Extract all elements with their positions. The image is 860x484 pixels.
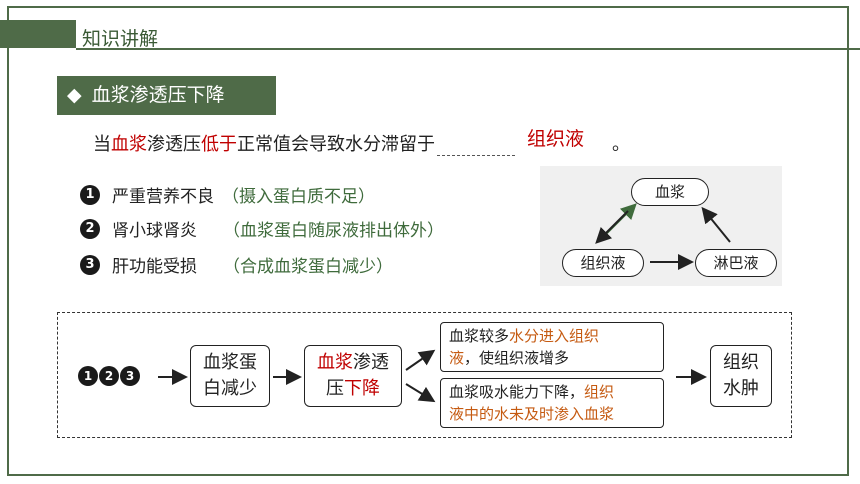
cause-label: 肝功能受损 [112, 257, 197, 277]
header-title: 知识讲解 [82, 28, 159, 50]
number-badge: 1 [78, 366, 98, 386]
header-bar [0, 20, 76, 48]
number-badge: 3 [120, 366, 140, 386]
flow-text: 白减少 [203, 378, 257, 399]
flow-text: 压 [326, 378, 344, 399]
cause-item: 3 肝功能受损 （合成血浆蛋白减少） [80, 252, 393, 277]
node-lymph: 淋巴液 [695, 249, 777, 277]
flow-text: 血浆吸水能力下降， [449, 383, 585, 401]
flow-text: ，使组织液增多 [464, 349, 570, 367]
flow-text: 血浆蛋 [203, 352, 257, 373]
sentence-highlight: 低于 [201, 134, 237, 155]
flow-highlight: 水分进入组织 [509, 327, 600, 345]
diamond-icon: ◆ [67, 84, 82, 106]
definition-sentence: 当血浆渗透压低于正常值会导致水分滞留于 [93, 130, 517, 156]
cause-label: 肾小球肾炎 [112, 221, 197, 241]
cause-detail: （摄入蛋白质不足） [222, 187, 375, 207]
number-badge: 3 [80, 254, 100, 275]
header-divider [76, 48, 860, 50]
section-title-text: 血浆渗透压下降 [91, 84, 225, 106]
flow-step-pressure-drop: 血浆渗透 压下降 [304, 345, 402, 407]
slide-frame [7, 6, 849, 476]
flow-highlight: 血浆 [317, 352, 353, 373]
cause-label: 严重营养不良 [112, 187, 214, 207]
flow-container [57, 312, 792, 438]
flow-highlight: 液 [449, 349, 465, 367]
number-badge: 1 [80, 184, 100, 205]
cause-detail: （合成血浆蛋白减少） [223, 257, 393, 277]
diagram-arrows [595, 203, 731, 270]
number-badge: 2 [80, 218, 100, 239]
sentence-part: 当 [93, 134, 111, 155]
flow-highlight: 下降 [344, 378, 380, 399]
flow-text: 组织 [723, 352, 759, 373]
sentence-highlight: 血浆 [111, 134, 147, 155]
flow-step-edema: 组织 水肿 [710, 345, 772, 407]
outcome-water-into-tissue: 血浆较多水分进入组织液，使组织液增多 [440, 322, 664, 372]
fluid-cycle-diagram: 血浆 组织液 淋巴液 [540, 166, 782, 286]
node-tissue-fluid: 组织液 [562, 249, 644, 277]
flow-text: 血浆较多 [449, 327, 510, 345]
cause-item: 2 肾小球肾炎 （血浆蛋白随尿液排出体外） [80, 216, 444, 241]
node-plasma: 血浆 [631, 178, 709, 206]
arrow-plasma-to-tissue [595, 210, 629, 244]
flow-text: 渗透 [353, 352, 389, 373]
number-badge: 2 [99, 366, 119, 386]
answer-text: 组织液 [527, 128, 585, 150]
flow-text: 水肿 [723, 378, 759, 399]
flow-highlight: 液中的水未及时渗入血浆 [449, 405, 615, 423]
cause-detail: （血浆蛋白随尿液排出体外） [223, 221, 444, 241]
flow-step-protein-decrease: 血浆蛋 白减少 [190, 345, 270, 407]
section-title: ◆ 血浆渗透压下降 [57, 76, 276, 115]
answer-blank [437, 137, 515, 156]
sentence-end: 。 [612, 134, 630, 155]
cause-item: 1 严重营养不良 （摄入蛋白质不足） [80, 182, 375, 207]
flow-highlight: 组织 [584, 383, 615, 401]
cause-numbers: 1 2 3 [78, 366, 141, 386]
sentence-part: 渗透压 [147, 134, 201, 155]
sentence-part: 正常值会导致水分滞留于 [237, 134, 435, 155]
arrow-lymph-to-plasma [701, 206, 731, 243]
outcome-water-not-returned: 血浆吸水能力下降，组织液中的水未及时渗入血浆 [440, 378, 664, 428]
